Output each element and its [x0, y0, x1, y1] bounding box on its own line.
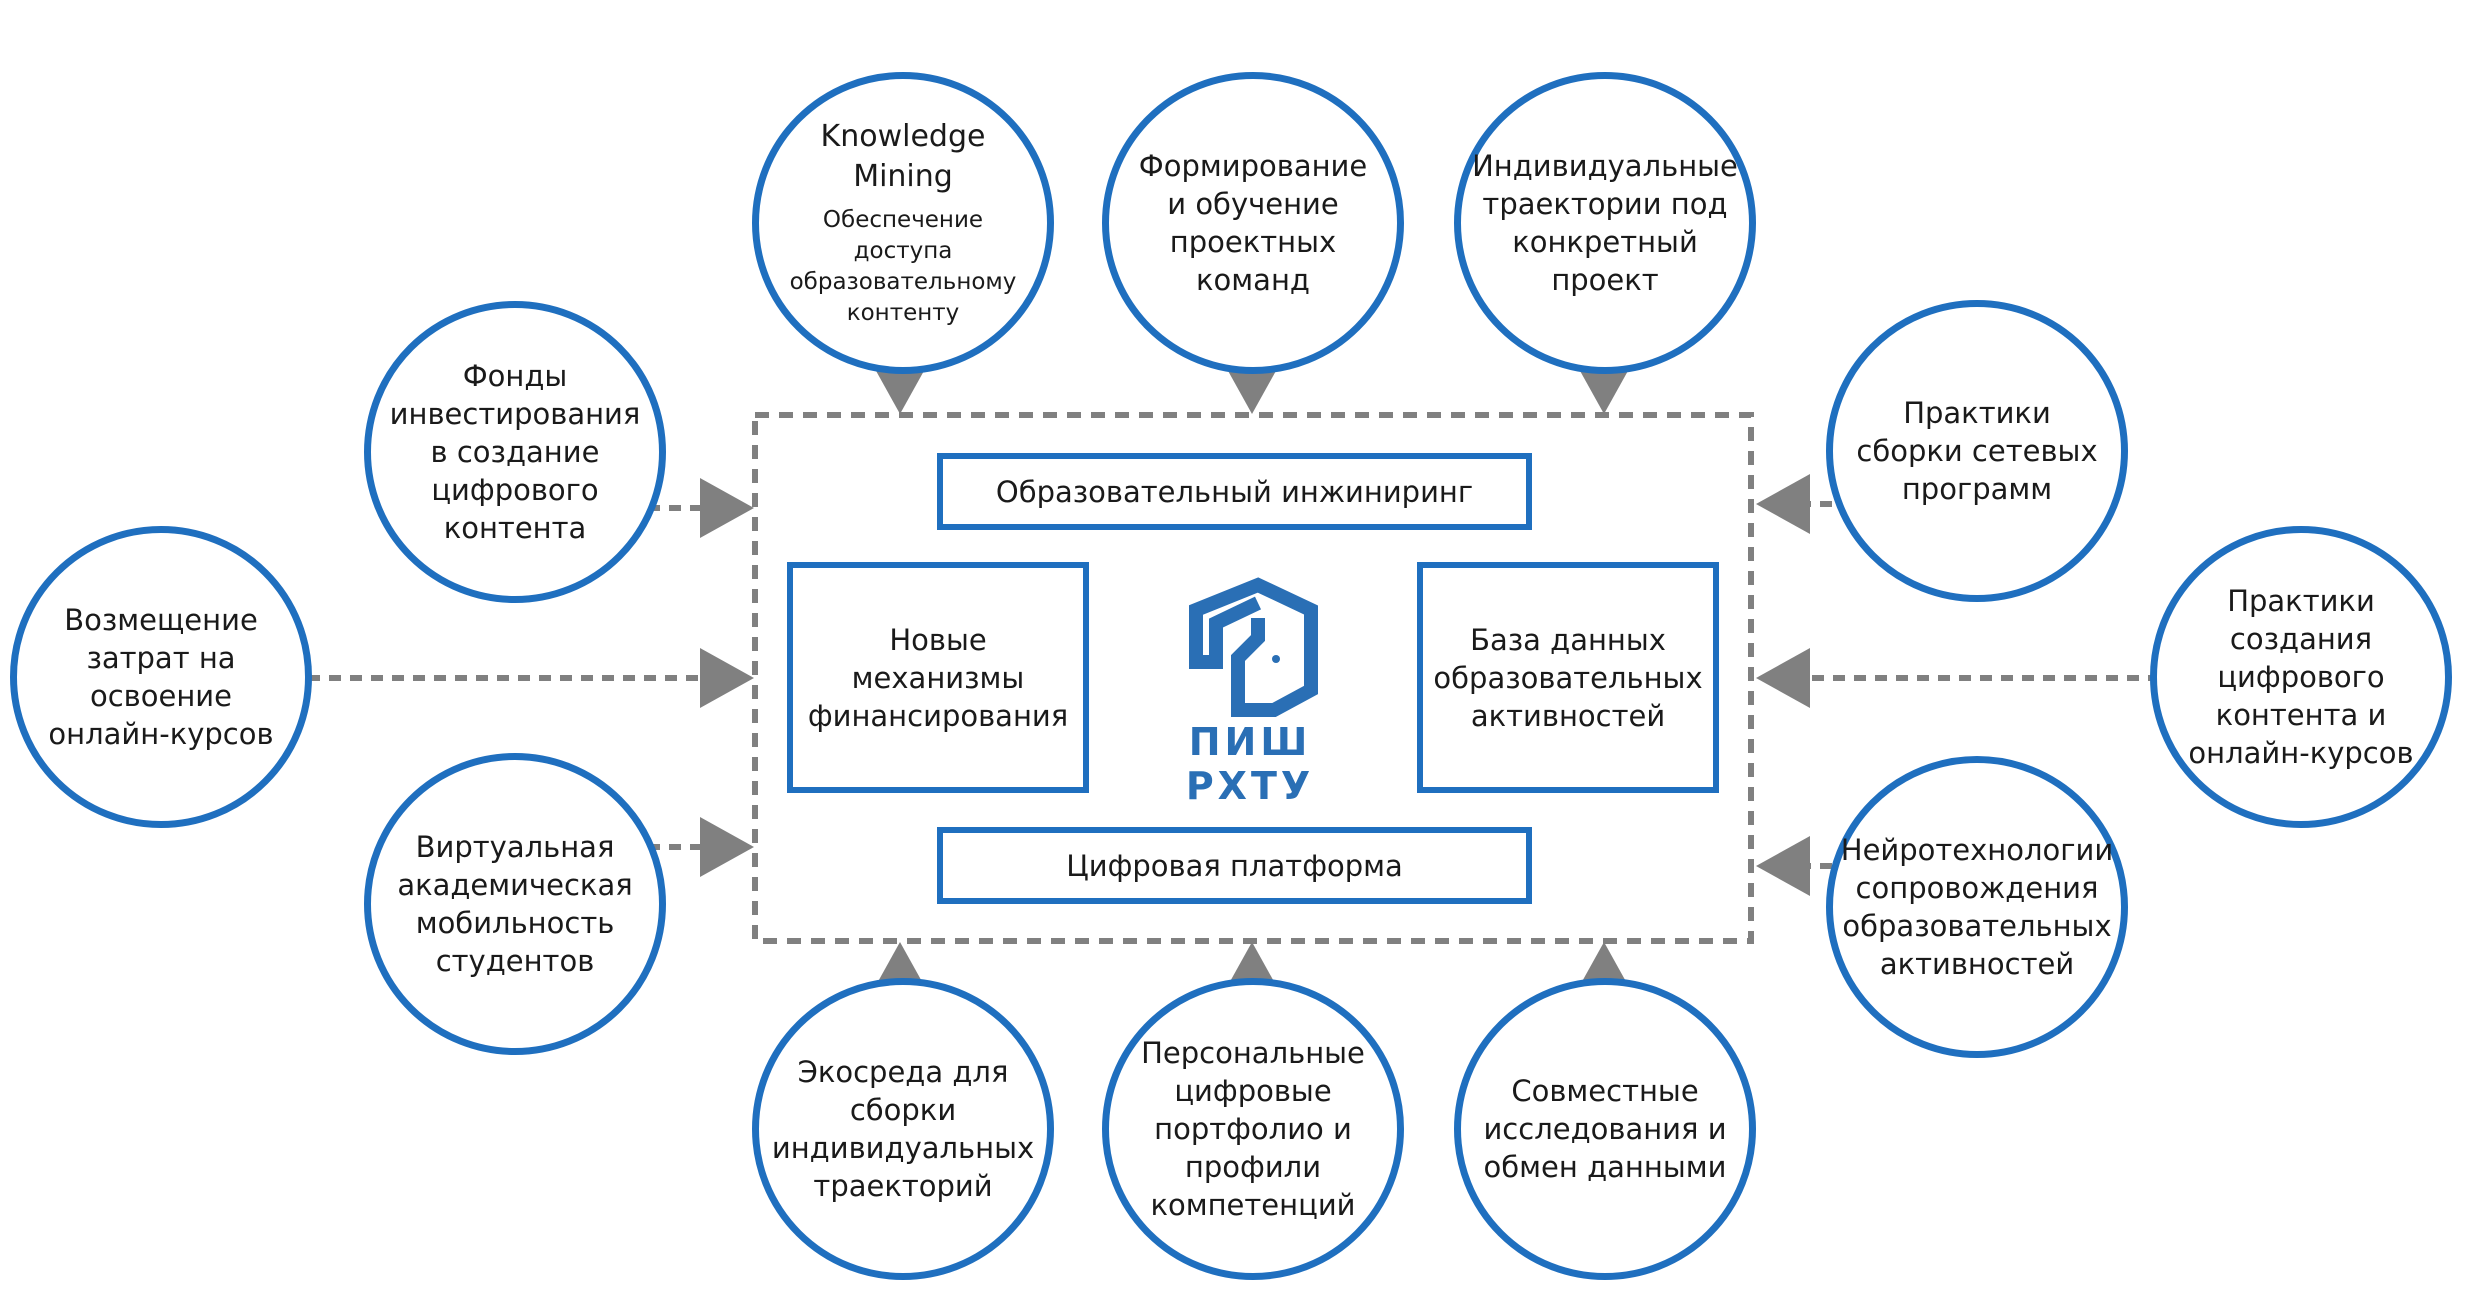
node-virtual-mobility-label: Виртуальная академическая мобильность ст…: [397, 830, 633, 978]
house-icon: [1189, 577, 1318, 717]
node-individual-trajectories: Индивидуальные траектории под конкретный…: [1454, 72, 1756, 374]
node-investment-funds: Фонды инвестирования в создание цифровог…: [364, 301, 666, 603]
node-neurotech-label: Нейротехнологии сопровождения образовате…: [1840, 833, 2114, 981]
node-individual-trajectories-label: Индивидуальные траектории под конкретный…: [1472, 149, 1738, 297]
node-joint-research: Совместные исследования и обмен данными: [1454, 978, 1756, 1280]
node-project-teams-label: Формирование и обучение проектных команд: [1138, 149, 1368, 297]
digital-platform-box: Цифровая платформа: [937, 827, 1532, 904]
node-portfolio-label: Персональные цифровые портфолио и профил…: [1141, 1036, 1365, 1222]
node-portfolio: Персональные цифровые портфолио и профил…: [1102, 978, 1404, 1280]
node-joint-research-label: Совместные исследования и обмен данными: [1483, 1074, 1727, 1184]
node-investment-funds-label: Фонды инвестирования в создание цифровог…: [389, 359, 641, 545]
node-knowledge-mining-subtitle: Обеспечение доступа образовательному кон…: [789, 207, 1017, 326]
node-network-programs-label: Практики сборки сетевых программ: [1856, 396, 2098, 506]
node-neurotech: Нейротехнологии сопровождения образовате…: [1826, 756, 2128, 1058]
node-knowledge-mining-title: Knowledge Mining: [820, 119, 986, 194]
node-project-teams: Формирование и обучение проектных команд: [1102, 72, 1404, 374]
node-ecosystem-label: Экосреда для сборки индивидуальных траек…: [771, 1055, 1035, 1203]
node-digital-content-practices: Практики создания цифрового контента и о…: [2150, 526, 2452, 828]
financing-mechanisms-box: Новые механизмы финансирования: [787, 562, 1089, 793]
node-ecosystem: Экосреда для сборки индивидуальных траек…: [752, 978, 1054, 1280]
node-virtual-mobility: Виртуальная академическая мобильность ст…: [364, 753, 666, 1055]
node-knowledge-mining: Knowledge Mining Обеспечение доступа обр…: [752, 72, 1054, 374]
activities-database-box: База данных образовательных активностей: [1417, 562, 1719, 793]
node-cost-reimbursement-label: Возмещение затрат на освоение онлайн-кур…: [48, 603, 274, 751]
logo-text: ПИШ РХТУ: [1185, 720, 1315, 808]
node-digital-content-practices-label: Практики создания цифрового контента и о…: [2188, 584, 2414, 770]
node-network-programs: Практики сборки сетевых программ: [1826, 300, 2128, 602]
central-frame: [752, 412, 1754, 944]
node-cost-reimbursement: Возмещение затрат на освоение онлайн-кур…: [10, 526, 312, 828]
educational-engineering-box: Образовательный инжиниринг: [937, 453, 1532, 530]
